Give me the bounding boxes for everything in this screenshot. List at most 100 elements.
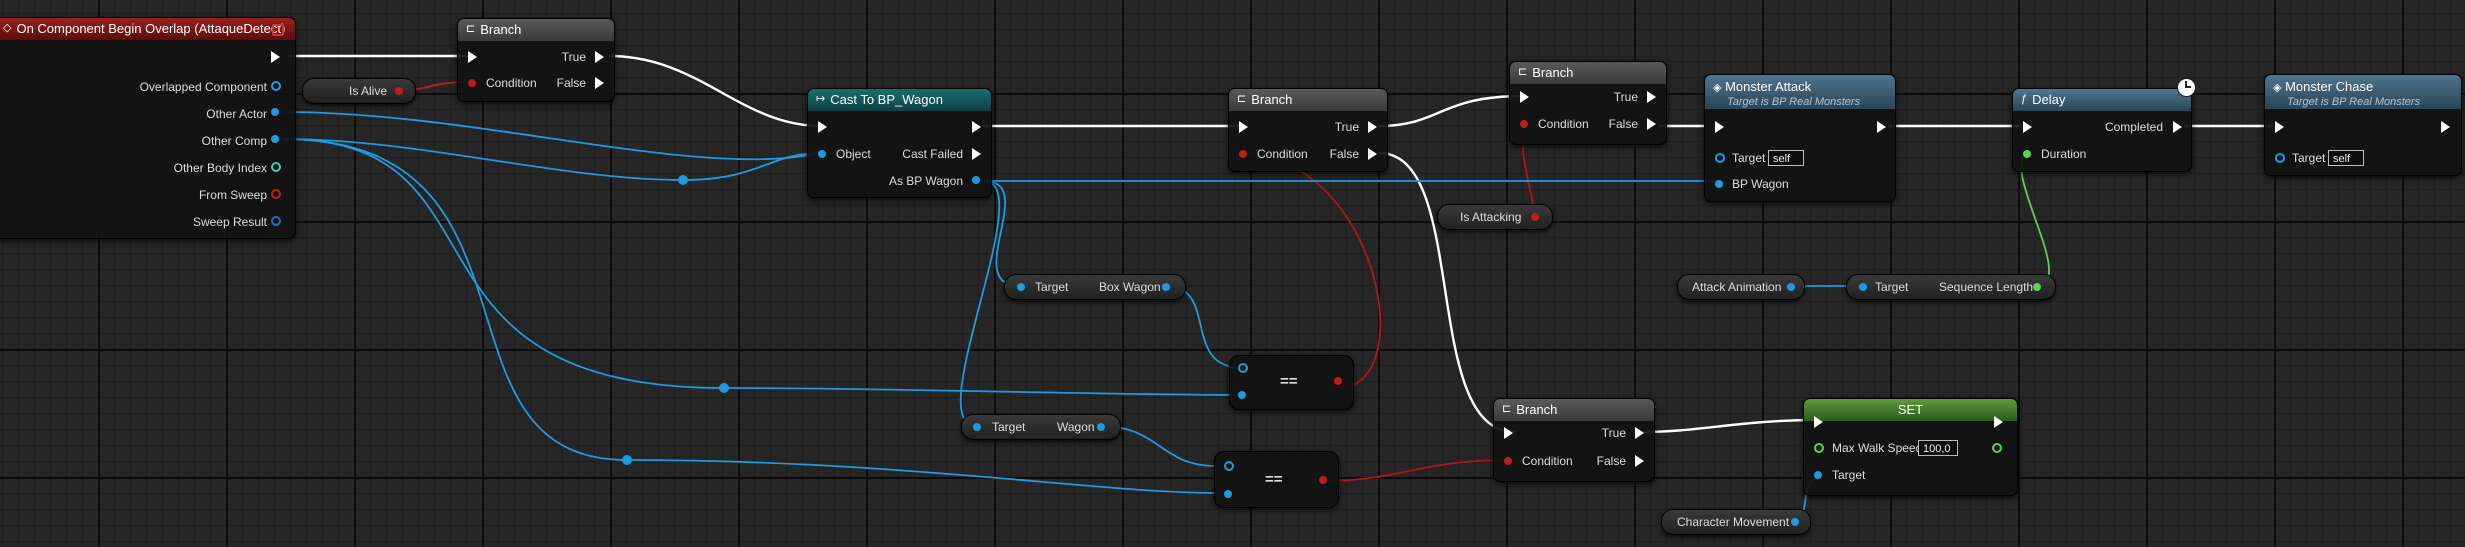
sequence-length-node[interactable]: Target Sequence Length xyxy=(1846,274,2056,300)
other-body-index-pin[interactable] xyxy=(271,162,281,172)
set-node[interactable]: SET Max Walk Speed 100,0 Target xyxy=(1803,398,2018,496)
monster-attack-target-input[interactable]: self xyxy=(1768,150,1804,166)
branch-3-header[interactable]: ⊏ Branch xyxy=(1510,62,1666,84)
set-max-walk-speed-out-pin[interactable] xyxy=(1992,443,2002,453)
event-exec-out-pin[interactable] xyxy=(271,51,280,63)
delegate-pin-icon[interactable] xyxy=(272,24,284,36)
overlapped-component-pin[interactable] xyxy=(271,81,281,91)
cast-failed-pin[interactable] xyxy=(972,148,981,160)
cast-as-wagon-pin[interactable] xyxy=(972,176,980,184)
delay-duration-pin[interactable] xyxy=(2023,150,2031,158)
set-target-pin[interactable] xyxy=(1814,471,1822,479)
monster-chase-header[interactable]: ◈ Monster Chase Target is BP Real Monste… xyxy=(2265,75,2461,109)
attack-animation-getter[interactable]: Attack Animation xyxy=(1677,274,1805,300)
character-movement-out-pin[interactable] xyxy=(1791,518,1799,526)
set-exec-out[interactable] xyxy=(1994,416,2003,428)
set-exec-in[interactable] xyxy=(1814,416,1823,428)
branch-1-false-pin[interactable] xyxy=(595,77,604,89)
reroute-knot[interactable] xyxy=(678,175,688,185)
branch-2-header[interactable]: ⊏ Branch xyxy=(1229,89,1387,111)
cast-exec-out[interactable] xyxy=(972,121,981,133)
reroute-knot[interactable] xyxy=(719,383,729,393)
equal-1-out-pin[interactable] xyxy=(1334,377,1342,385)
monster-attack-node[interactable]: ◈ Monster Attack Target is BP Real Monst… xyxy=(1704,74,1896,202)
box-wagon-target-pin[interactable] xyxy=(1017,283,1025,291)
branch-4-false-pin[interactable] xyxy=(1635,455,1644,467)
equal-2-out-pin[interactable] xyxy=(1319,476,1327,484)
monster-chase-target-pin[interactable] xyxy=(2275,153,2285,163)
monster-chase-node[interactable]: ◈ Monster Chase Target is BP Real Monste… xyxy=(2264,74,2462,176)
delay-header[interactable]: ƒ Delay xyxy=(2013,89,2191,111)
wagon-target-pin[interactable] xyxy=(973,423,981,431)
cast-exec-in[interactable] xyxy=(818,121,827,133)
branch-3-true-pin[interactable] xyxy=(1647,91,1656,103)
monster-attack-header[interactable]: ◈ Monster Attack Target is BP Real Monst… xyxy=(1705,75,1895,109)
reroute-knot[interactable] xyxy=(622,455,632,465)
sequence-length-target-pin[interactable] xyxy=(1859,283,1867,291)
branch-1-condition-label: Condition xyxy=(486,76,537,90)
branch-3-exec-in[interactable] xyxy=(1520,91,1529,103)
set-max-walk-speed-pin[interactable] xyxy=(1814,443,1824,453)
monster-attack-target-pin[interactable] xyxy=(1715,153,1725,163)
branch-3-false-pin[interactable] xyxy=(1647,118,1656,130)
box-wagon-out-pin[interactable] xyxy=(1162,283,1170,291)
monster-chase-target-input[interactable]: self xyxy=(2328,150,2364,166)
branch-1-exec-in[interactable] xyxy=(468,51,477,63)
branch-node-2[interactable]: ⊏ Branch Condition True False xyxy=(1228,88,1388,172)
event-node[interactable]: ◇ On Component Begin Overlap (AttaqueDet… xyxy=(0,17,296,239)
cast-node[interactable]: ↦ Cast To BP_Wagon Object Cast Failed As… xyxy=(807,88,992,198)
monster-chase-exec-in[interactable] xyxy=(2275,121,2284,133)
wagon-out-pin[interactable] xyxy=(1097,423,1105,431)
other-actor-pin[interactable] xyxy=(271,108,279,116)
delay-node[interactable]: ƒ Delay Completed Duration xyxy=(2012,88,2192,172)
from-sweep-pin[interactable] xyxy=(271,189,281,199)
branch-2-condition-pin[interactable] xyxy=(1239,150,1247,158)
branch-2-false-pin[interactable] xyxy=(1368,148,1377,160)
delay-exec-in[interactable] xyxy=(2023,121,2032,133)
set-max-walk-speed-input[interactable]: 100,0 xyxy=(1918,440,1958,456)
branch-node-4[interactable]: ⊏ Branch Condition True False xyxy=(1493,398,1655,482)
branch-2-title: Branch xyxy=(1251,92,1293,107)
object-wire xyxy=(282,111,821,161)
branch-4-true-pin[interactable] xyxy=(1635,427,1644,439)
equal-1-b-pin[interactable] xyxy=(1238,391,1246,399)
branch-node-1[interactable]: ⊏ Branch Condition True False xyxy=(457,18,615,102)
box-wagon-getter[interactable]: Target Box Wagon xyxy=(1004,274,1186,300)
branch-2-true-pin[interactable] xyxy=(1368,121,1377,133)
monster-chase-exec-out[interactable] xyxy=(2441,121,2450,133)
equal-2-a-pin[interactable] xyxy=(1224,461,1234,471)
event-node-header[interactable]: ◇ On Component Begin Overlap (AttaqueDet… xyxy=(0,18,295,40)
branch-4-condition-pin[interactable] xyxy=(1504,457,1512,465)
sequence-length-out-pin[interactable] xyxy=(2033,283,2041,291)
character-movement-getter[interactable]: Character Movement xyxy=(1661,509,1811,535)
is-attacking-out-pin[interactable] xyxy=(1531,213,1539,221)
delay-completed-pin[interactable] xyxy=(2173,121,2182,133)
monster-attack-bp-wagon-pin[interactable] xyxy=(1715,180,1723,188)
attack-animation-out-pin[interactable] xyxy=(1787,283,1795,291)
branch-node-3[interactable]: ⊏ Branch Condition True False xyxy=(1509,61,1667,145)
equal-node-2[interactable]: == xyxy=(1214,451,1339,508)
is-attacking-getter[interactable]: Is Attacking xyxy=(1437,204,1553,230)
equal-1-a-pin[interactable] xyxy=(1238,363,1248,373)
cast-node-header[interactable]: ↦ Cast To BP_Wagon xyxy=(808,89,991,111)
branch-4-false-label: False xyxy=(1596,454,1626,468)
wagon-getter[interactable]: Target Wagon xyxy=(961,414,1121,440)
branch-2-exec-in[interactable] xyxy=(1239,121,1248,133)
branch-1-header[interactable]: ⊏ Branch xyxy=(458,19,614,41)
branch-1-condition-pin[interactable] xyxy=(468,79,476,87)
set-header[interactable]: SET xyxy=(1804,399,2017,421)
is-alive-getter[interactable]: Is Alive xyxy=(302,78,416,104)
branch-3-condition-pin[interactable] xyxy=(1520,120,1528,128)
monster-attack-title-row: ◈ Monster Attack xyxy=(1713,79,1811,95)
cast-object-pin[interactable] xyxy=(818,150,826,158)
is-alive-out-pin[interactable] xyxy=(395,87,403,95)
monster-attack-exec-in[interactable] xyxy=(1715,121,1724,133)
equal-node-1[interactable]: == xyxy=(1229,355,1354,410)
equal-2-b-pin[interactable] xyxy=(1224,490,1232,498)
branch-4-header[interactable]: ⊏ Branch xyxy=(1494,399,1654,421)
branch-4-exec-in[interactable] xyxy=(1504,427,1513,439)
monster-attack-exec-out[interactable] xyxy=(1877,121,1886,133)
branch-1-true-pin[interactable] xyxy=(595,51,604,63)
other-comp-pin[interactable] xyxy=(271,135,279,143)
sweep-result-pin[interactable] xyxy=(271,216,281,226)
